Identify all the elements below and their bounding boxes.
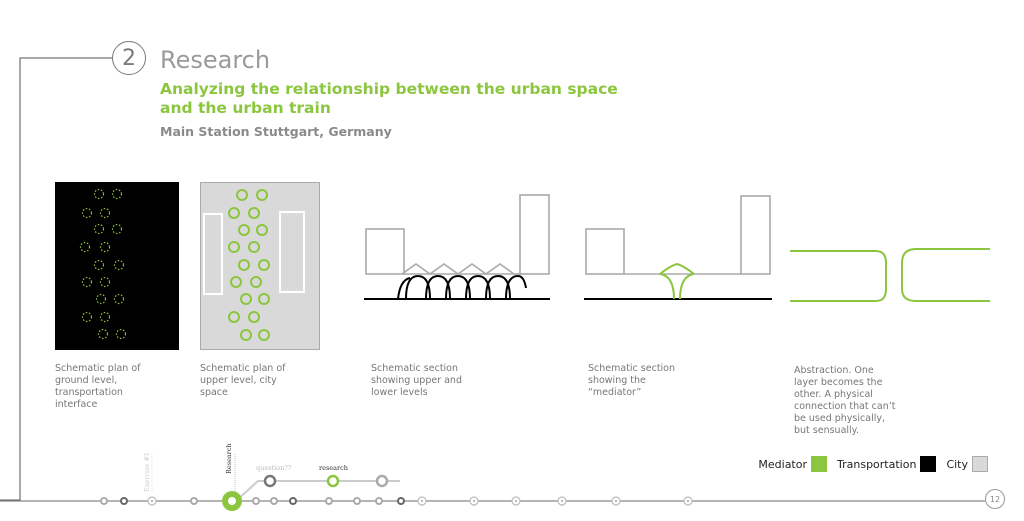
legend-city-swatch	[972, 456, 988, 472]
step-number-circle: 2	[112, 41, 146, 75]
ground-level-plan	[55, 182, 179, 350]
mediator-shape	[659, 262, 695, 300]
timeline-label-question: question??	[256, 464, 292, 472]
legend: Mediator Transportation City	[758, 456, 988, 472]
ground-level-circles	[79, 188, 127, 340]
upper-level-plan	[200, 182, 320, 350]
timeline-label-exercise: Exercise #1	[143, 452, 151, 492]
timeline: Exercise #1 Research question?? research	[0, 443, 985, 511]
legend-city-label: City	[946, 457, 968, 471]
timeline-label-research-vertical: Research	[225, 443, 233, 474]
section-mediator	[584, 195, 772, 300]
timeline-label-research: research	[319, 464, 348, 472]
abstraction-diagram	[790, 248, 990, 302]
subtitle-line-1: Analyzing the relationship between the u…	[160, 80, 618, 98]
legend-mediator-label: Mediator	[758, 457, 807, 471]
section-upper-lower	[364, 194, 550, 300]
upper-level-circles	[228, 189, 270, 341]
page-title: Research	[160, 46, 271, 74]
timeline-nodes	[100, 474, 693, 511]
page-subtitle: Analyzing the relationship between the u…	[160, 80, 680, 118]
step-number: 2	[122, 45, 136, 71]
legend-mediator-swatch	[811, 456, 827, 472]
subtitle-line-2: and the urban train	[160, 99, 331, 117]
legend-transportation-swatch	[920, 456, 937, 472]
page-number: 12	[985, 489, 1005, 509]
legend-transportation-label: Transportation	[837, 457, 917, 471]
bracket-line	[0, 57, 112, 501]
location-label: Main Station Stuttgart, Germany	[160, 124, 392, 139]
